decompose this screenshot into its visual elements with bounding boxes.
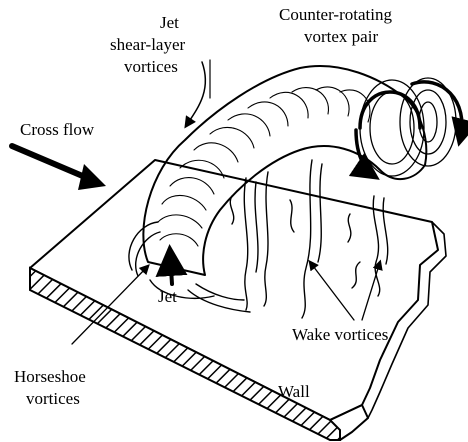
counter-rotating-vortex-loops (360, 78, 456, 176)
wake-vortices (230, 160, 387, 318)
label-jet-shear-line3: vortices (124, 57, 178, 76)
jet-column-outline (143, 66, 426, 275)
label-jet-shear-line2: shear-layer (110, 35, 186, 54)
label-jet-shear-line1: Jet (160, 13, 179, 32)
label-horseshoe-line2: vortices (26, 389, 80, 408)
label-jet: Jet (158, 287, 177, 306)
label-counter-rotating-line1: Counter-rotating (279, 5, 392, 24)
label-horseshoe-line1: Horseshoe (14, 367, 86, 386)
cross-flow-arrow (12, 146, 92, 180)
wall-front-face (30, 268, 340, 440)
jet-arrow (170, 252, 172, 284)
wall-right-edge (368, 222, 446, 418)
label-counter-rotating-line2: vortex pair (304, 27, 378, 46)
label-wake-vortices: Wake vortices (292, 325, 388, 344)
jet-shear-layer-rings (158, 87, 370, 246)
jet-column (143, 66, 462, 275)
label-cross-flow: Cross flow (20, 120, 95, 139)
label-wall: Wall (278, 382, 310, 401)
